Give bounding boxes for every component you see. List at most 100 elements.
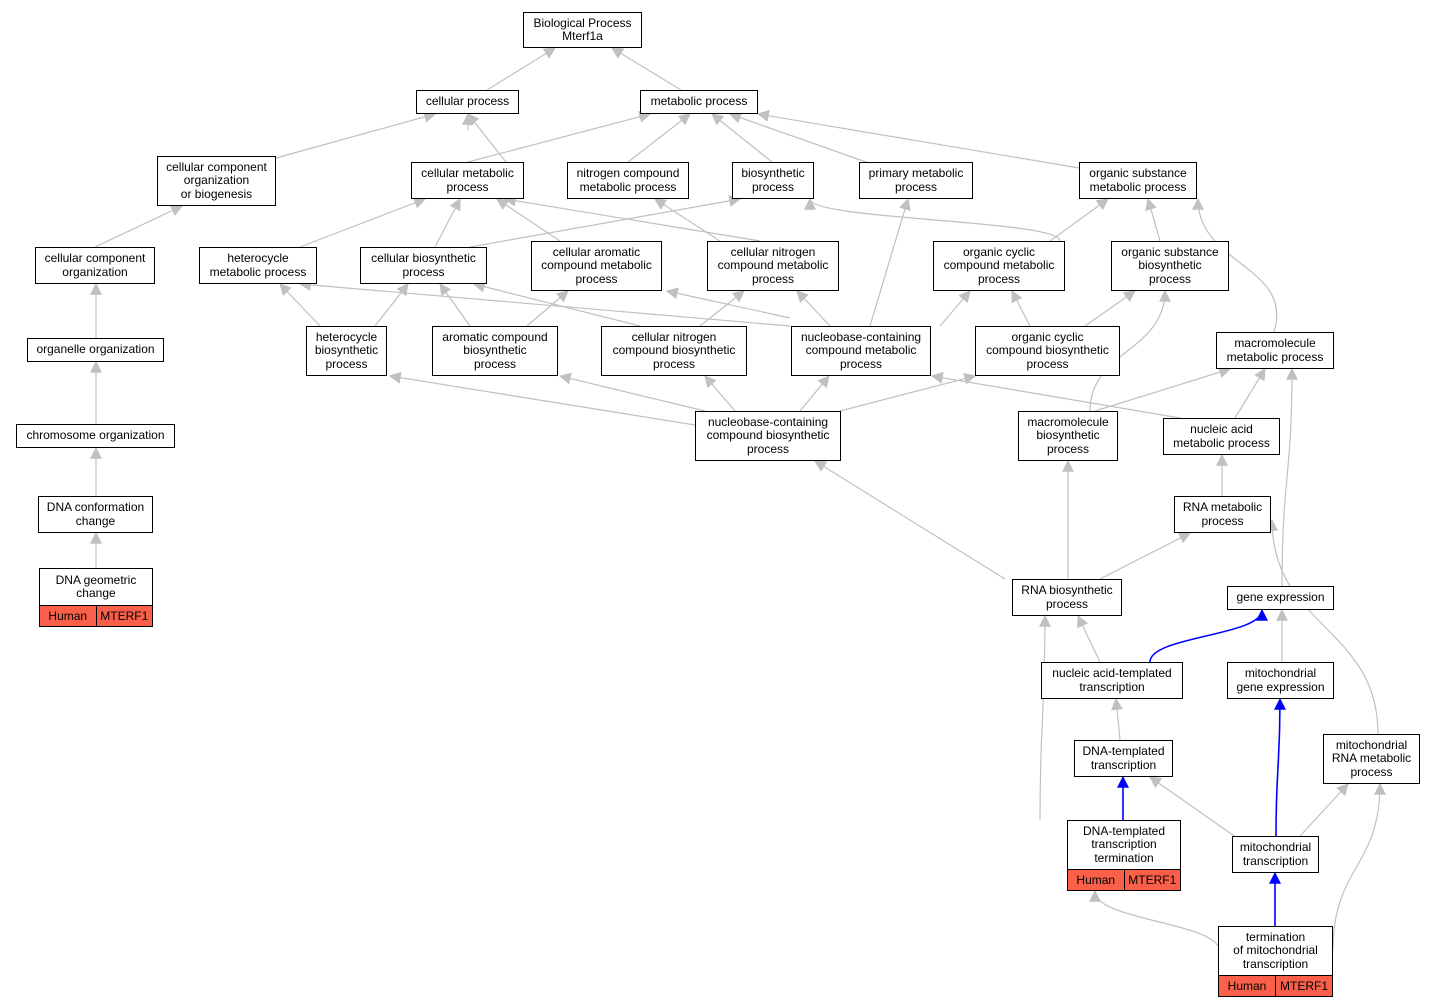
node-cellular-process[interactable]: cellular process [416,90,519,114]
node-label: termination of mitochondrial transcripti… [1233,929,1318,971]
node-label: organic cyclic compound biosynthetic pro… [986,329,1109,371]
node-nitrogen-compound-metabolic-process[interactable]: nitrogen compound metabolic process [567,162,689,199]
node-label: mitochondrial RNA metabolic process [1331,737,1412,779]
edge-highlighted [1273,697,1286,837]
node-label: DNA conformation change [46,500,145,528]
edge [1111,697,1124,741]
edge [374,283,409,327]
node-label: nucleic acid-templated transcription [1052,666,1172,694]
node-dna-geometric-change[interactable]: DNA geometric change Human MTERF1 [39,568,153,627]
annotation-species: Human [1076,873,1116,887]
node-label: aromatic compound biosynthetic process [442,329,548,371]
annotation-row: Human MTERF1 [40,605,152,626]
edge [1145,197,1161,242]
edge [1332,782,1386,951]
node-label: cellular metabolic process [421,166,514,194]
edge [839,372,977,412]
edge [496,198,561,242]
node-cellular-biosynthetic-process[interactable]: cellular biosynthetic process [360,247,487,284]
node-label: DNA-templated transcription termination [1082,823,1166,865]
node-label: Biological Process Mterf1a [533,15,632,43]
node-label: metabolic process [650,94,748,109]
node-mitochondrial-gene-expression[interactable]: mitochondrial gene expression [1227,662,1334,699]
edge [1049,198,1109,242]
node-nucleobase-containing-compound-biosynthetic-process[interactable]: nucleobase-containing compound biosynthe… [695,411,841,461]
node-mitochondrial-rna-metabolic-process[interactable]: mitochondrial RNA metabolic process [1323,734,1420,784]
annotation-row: Human MTERF1 [1068,869,1180,890]
edge [279,283,321,327]
node-label: cellular nitrogen compound metabolic pro… [717,244,829,286]
edge [503,194,761,242]
node-dna-templated-transcription-termination[interactable]: DNA-templated transcription termination … [1067,820,1181,891]
edge [799,375,830,412]
node-heterocycle-metabolic-process[interactable]: heterocycle metabolic process [199,247,317,284]
node-biological-process-root[interactable]: Biological Process Mterf1a [523,12,642,48]
annotation-gene: MTERF1 [1123,870,1181,890]
node-rna-biosynthetic-process[interactable]: RNA biosynthetic process [1012,579,1122,616]
node-cellular-component-organization-or-biogenesis[interactable]: cellular component organization or bioge… [157,156,276,206]
node-dna-templated-transcription[interactable]: DNA-templated transcription [1074,740,1173,777]
node-label: nucleic acid metabolic process [1173,422,1270,450]
node-label: DNA-templated transcription [1082,744,1165,772]
node-label: biosynthetic process [741,166,805,194]
node-aromatic-compound-biosynthetic-process[interactable]: aromatic compound biosynthetic process [432,326,558,376]
node-rna-metabolic-process[interactable]: RNA metabolic process [1174,496,1271,533]
edge [434,197,461,248]
annotation-species: Human [1227,979,1267,993]
edge [526,290,569,327]
node-metabolic-process[interactable]: metabolic process [640,90,758,114]
node-chromosome-organization[interactable]: chromosome organization [16,424,175,448]
edge [1149,776,1241,841]
edge [1099,532,1192,580]
node-nucleic-acid-metabolic-process[interactable]: nucleic acid metabolic process [1163,418,1280,455]
node-organic-substance-metabolic-process[interactable]: organic substance metabolic process [1079,162,1197,199]
node-label: organelle organization [36,342,155,357]
edge [665,287,791,319]
node-label: chromosome organization [26,428,165,443]
node-organic-cyclic-compound-metabolic-process[interactable]: organic cyclic compound metabolic proces… [933,241,1065,291]
edge [804,197,1061,242]
edge [610,47,682,91]
node-nucleobase-containing-compound-metabolic-process[interactable]: nucleobase-containing compound metabolic… [791,326,931,376]
node-label: macromolecule biosynthetic process [1027,414,1109,456]
edge [1084,290,1136,327]
node-biosynthetic-process[interactable]: biosynthetic process [732,162,814,199]
edge [1281,367,1298,587]
node-label: primary metabolic process [868,166,964,194]
edge [699,290,745,327]
edge [486,47,557,91]
edge [939,290,971,327]
node-heterocycle-biosynthetic-process[interactable]: heterocycle biosynthetic process [306,326,387,376]
edge [756,109,1080,169]
node-cellular-component-organization[interactable]: cellular component organization [35,247,155,284]
node-label: nitrogen compound metabolic process [576,166,680,194]
node-cellular-nitrogen-compound-biosynthetic-process[interactable]: cellular nitrogen compound biosynthetic … [601,326,747,376]
node-label: cellular nitrogen compound biosynthetic … [612,329,736,371]
node-mitochondrial-transcription[interactable]: mitochondrial transcription [1232,836,1319,873]
node-gene-expression[interactable]: gene expression [1227,586,1334,610]
edge [558,372,706,412]
node-primary-metabolic-process[interactable]: primary metabolic process [859,162,973,199]
node-nucleic-acid-templated-transcription[interactable]: nucleic acid-templated transcription [1041,662,1183,699]
node-organic-cyclic-compound-biosynthetic-process[interactable]: organic cyclic compound biosynthetic pro… [975,326,1120,376]
node-label: RNA metabolic process [1182,500,1263,528]
node-organelle-organization[interactable]: organelle organization [27,338,164,362]
node-organic-substance-biosynthetic-process[interactable]: organic substance biosynthetic process [1111,241,1229,291]
node-macromolecule-metabolic-process[interactable]: macromolecule metabolic process [1216,332,1334,369]
edge [869,197,911,327]
edge [1192,197,1278,333]
edge [704,375,736,412]
annotation-gene: MTERF1 [1275,976,1332,996]
edge [728,111,867,163]
node-dna-conformation-change[interactable]: DNA conformation change [38,496,153,533]
node-cellular-nitrogen-compound-metabolic-process[interactable]: cellular nitrogen compound metabolic pro… [707,241,839,291]
edge [1094,366,1232,412]
node-label: DNA geometric change [55,572,137,600]
node-cellular-aromatic-compound-metabolic-process[interactable]: cellular aromatic compound metabolic pro… [531,241,662,291]
node-termination-of-mitochondrial-transcription[interactable]: termination of mitochondrial transcripti… [1218,926,1333,997]
node-macromolecule-biosynthetic-process[interactable]: macromolecule biosynthetic process [1018,411,1118,461]
node-cellular-metabolic-process[interactable]: cellular metabolic process [411,162,524,199]
edge [388,371,696,426]
edge [1077,614,1101,663]
